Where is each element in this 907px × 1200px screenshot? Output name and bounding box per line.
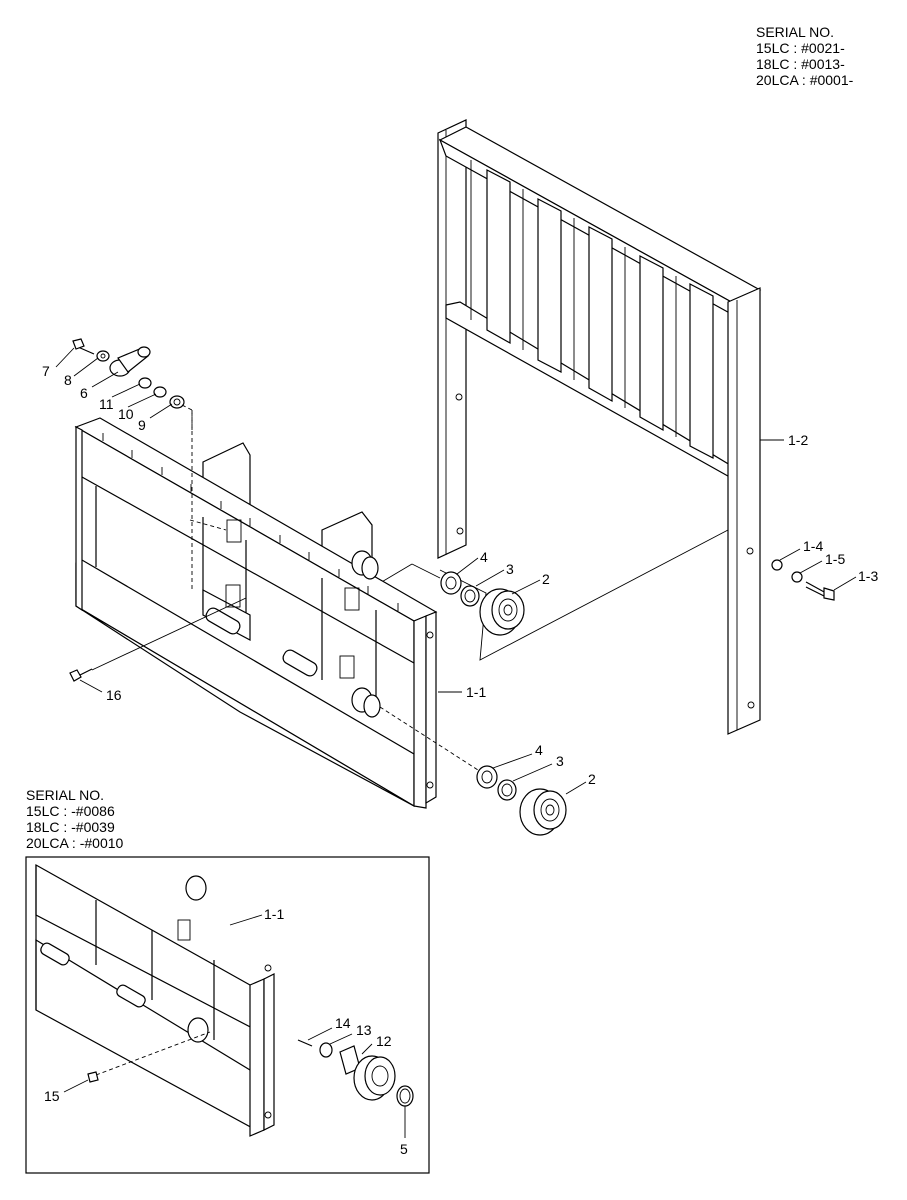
callout-1-1-inset: 1-1 (264, 906, 284, 922)
callout-11: 11 (99, 396, 114, 412)
callout-1-1: 1-1 (466, 684, 486, 700)
callout-4: 4 (480, 549, 488, 565)
callout-15: 15 (44, 1088, 60, 1104)
callout-2: 2 (588, 771, 596, 787)
bolt-16 (69, 668, 93, 682)
callout-13: 13 (356, 1022, 372, 1038)
serial-line: 15LC : -#0086 (26, 803, 115, 819)
callout-6: 6 (80, 385, 88, 401)
callout-14: 14 (335, 1015, 351, 1031)
callout-7: 7 (42, 363, 50, 379)
backrest-bolt-set (760, 439, 857, 601)
serial-line: 18LC : -#0039 (26, 819, 115, 835)
serial-line: 18LC : #0013- (756, 56, 845, 72)
upper-roller-set (440, 557, 541, 636)
callout-5: 5 (400, 1141, 408, 1157)
fork-carriage (74, 410, 479, 809)
callout-9: 9 (138, 417, 146, 433)
load-backrest (379, 119, 762, 735)
callout-3: 3 (556, 753, 564, 769)
callout-16: 16 (106, 687, 122, 703)
stopper-hardware (55, 338, 193, 430)
serial-number-block-bottom: SERIAL NO. 15LC : -#0086 18LC : -#0039 2… (26, 787, 123, 851)
callout-1-5: 1-5 (825, 551, 845, 567)
callout-8: 8 (64, 372, 72, 388)
carriage-notches (102, 433, 399, 611)
callout-1-3: 1-3 (858, 568, 878, 584)
callout-1-2: 1-2 (788, 432, 808, 448)
callout-3: 3 (506, 561, 514, 577)
serial-line: 20LCA : -#0010 (26, 835, 124, 851)
callout-4: 4 (535, 742, 543, 758)
serial-heading: SERIAL NO. (756, 24, 835, 40)
serial-heading: SERIAL NO. (26, 787, 105, 803)
serial-number-block-top: SERIAL NO. 15LC : #0021- 18LC : #0013- 2… (756, 24, 853, 88)
callout-12: 12 (376, 1033, 392, 1049)
callout-2: 2 (542, 571, 550, 587)
inset-detail (25, 856, 430, 1174)
callout-1-4: 1-4 (803, 538, 823, 554)
callout-labels: 7 8 6 11 10 9 1-2 1-4 1-5 1-3 4 3 2 16 1… (42, 363, 878, 1157)
callout-10: 10 (118, 406, 134, 422)
serial-line: 20LCA : #0001- (756, 72, 854, 88)
backrest-slats (470, 160, 714, 459)
serial-line: 15LC : #0021- (756, 40, 845, 56)
lower-roller-set (476, 753, 587, 836)
